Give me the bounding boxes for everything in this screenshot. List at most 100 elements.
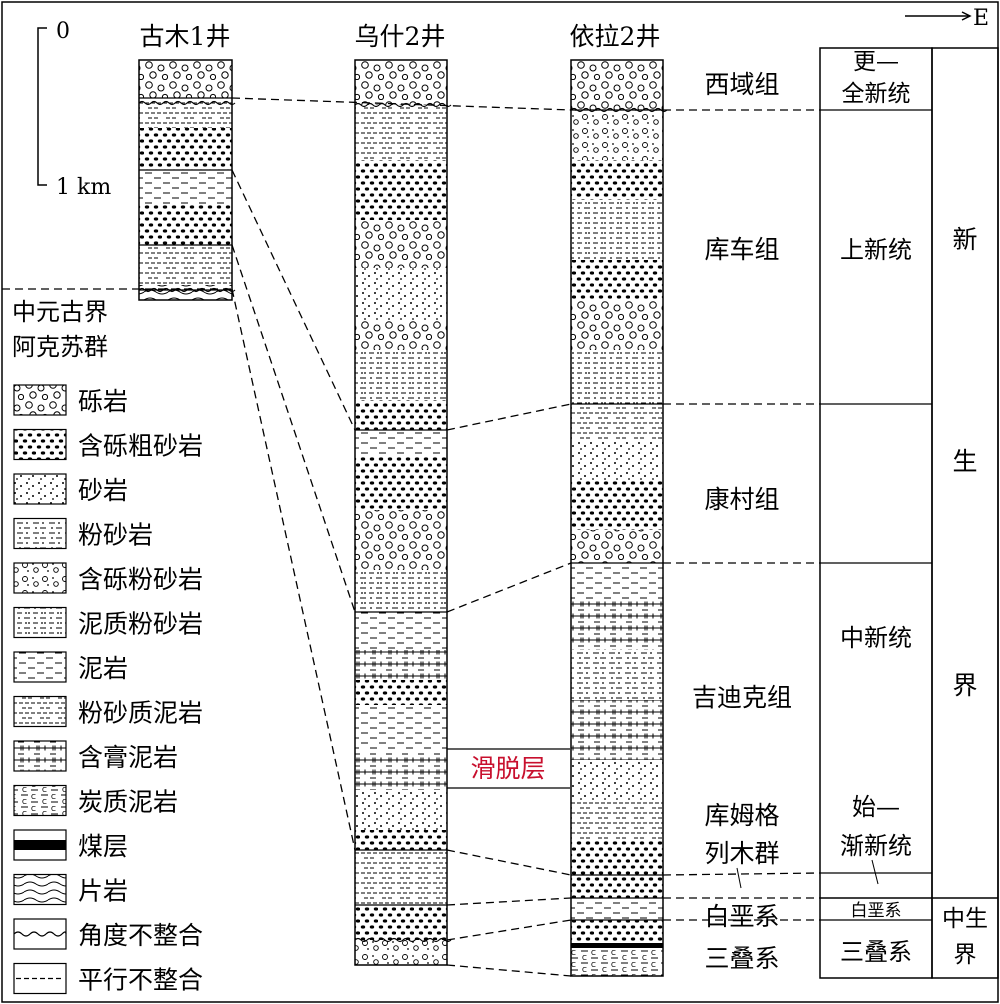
region-label-line1: 中元古界	[12, 298, 108, 326]
legend-swatch-parallel-unconformity	[13, 962, 67, 995]
legend-item-angular-unconformity: 角度不整合	[13, 918, 203, 950]
lithology-band	[355, 850, 447, 905]
formation-triassic: 三叠系	[704, 944, 779, 973]
series-eo-oligocene-line2: 渐新统	[840, 832, 912, 860]
legend-item-gravel-siltstone: 含砾粉砂岩	[13, 562, 203, 594]
well-title-gumu1: 古木1井	[140, 22, 231, 51]
series-triassic: 三叠系	[840, 938, 912, 966]
lithology-band	[139, 60, 232, 98]
legend-label-coal: 煤层	[78, 832, 128, 861]
scale-km-label: 1 km	[56, 175, 111, 200]
lithology-band	[571, 650, 663, 700]
legend-item-muddy-siltstone: 泥质粉砂岩	[13, 606, 203, 639]
correlation-line	[446, 919, 572, 941]
legend-label-conglomerate: 砾岩	[78, 387, 128, 416]
lithology-band	[355, 220, 447, 268]
legend-swatch-carbonaceous-mudstone	[13, 784, 67, 817]
lithology-band	[355, 320, 447, 350]
coal-seam	[571, 943, 663, 948]
well-title-wushi2: 乌什2井	[355, 22, 446, 51]
well-column-wushi2	[354, 59, 452, 966]
lithology-band	[571, 440, 663, 480]
lithology-band	[355, 680, 447, 705]
lithology-band	[355, 455, 447, 510]
lithology-band	[355, 940, 447, 965]
detachment-label: 滑脱层	[470, 754, 545, 783]
lithology-band	[355, 160, 447, 220]
lithology-band	[571, 563, 663, 600]
lithology-band	[355, 570, 447, 612]
formation-kuche: 库车组	[704, 235, 779, 264]
legend-swatch-conglomerate	[13, 384, 67, 416]
lithology-band	[571, 480, 663, 530]
legend-label-sandstone: 砂岩	[78, 476, 128, 505]
legend-swatch-mudstone	[13, 651, 67, 683]
lithology-band	[571, 840, 663, 875]
legend-item-sandstone: 砂岩	[13, 473, 128, 505]
correlation-line	[446, 562, 572, 613]
series-eo-oligocene-line1: 始—	[852, 793, 900, 821]
legend-swatch-silty-mudstone	[13, 695, 67, 728]
formation-leader	[736, 867, 742, 889]
series-pliocene: 上新统	[840, 236, 912, 264]
lithology-band	[355, 268, 447, 320]
lithology-band	[571, 110, 663, 160]
legend-label-muddy-siltstone: 泥质粉砂岩	[78, 610, 203, 639]
legend-swatch-schist	[13, 873, 67, 906]
column-outline	[138, 59, 233, 301]
lithology-band	[355, 105, 447, 160]
correlation-line	[446, 849, 572, 876]
lithology-band	[571, 760, 663, 800]
correlation-line	[231, 288, 356, 851]
legend-label-silty-mudstone: 粉砂质泥岩	[78, 699, 203, 728]
correlation-line	[231, 169, 356, 431]
region-label-line2: 阿克苏群	[12, 333, 108, 361]
lithology-band	[571, 948, 663, 976]
lithology-band	[571, 600, 663, 650]
lithology-band	[355, 430, 447, 455]
unconformity-wave	[354, 937, 452, 943]
well-title-yila2: 依拉2井	[570, 22, 661, 51]
east-arrow: E	[905, 6, 989, 31]
legend-item-coal: 煤层	[13, 829, 128, 861]
lithology-band	[355, 752, 447, 790]
scale-bar: 0 1 km	[37, 19, 111, 200]
unconformity-wave	[354, 102, 452, 108]
lithology-band	[355, 830, 447, 850]
lithology-band	[355, 612, 447, 650]
chrono-table: 更— 全新统 上新统 中新统 始— 渐新统 白垩系 三叠系 新 生 界 中生 界	[819, 47, 999, 979]
lithology-band	[139, 98, 232, 128]
erathem-mesozoic-line1: 中生	[942, 906, 988, 932]
column-outline	[354, 59, 448, 966]
lithology-band	[571, 300, 663, 350]
legend-item-siltstone: 粉砂岩	[13, 517, 153, 550]
correlation-line	[662, 872, 821, 876]
series-leader	[871, 859, 879, 885]
legend-label-parallel-unconformity: 平行不整合	[78, 966, 203, 995]
formation-kumugeliemu-line2: 列木群	[704, 839, 779, 868]
lithology-band	[355, 60, 447, 105]
formation-kangcun: 康村组	[704, 485, 779, 514]
lithology-band	[355, 510, 447, 570]
detachment-layer: 滑脱层	[447, 748, 570, 789]
legend-swatch-coal	[13, 829, 67, 861]
erathem-mesozoic-line2: 界	[954, 942, 977, 968]
formation-cretaceous: 白垩系	[704, 902, 779, 931]
lithology-band	[139, 128, 232, 170]
erathem-cenozoic-2: 生	[952, 447, 977, 476]
legend-label-siltstone: 粉砂岩	[78, 521, 153, 550]
correlation-line	[446, 403, 572, 431]
series-cretaceous: 白垩系	[851, 901, 902, 921]
legend-item-silty-mudstone: 粉砂质泥岩	[13, 695, 203, 728]
lithology-band	[571, 160, 663, 200]
legend-swatch-gravel-coarse-sandstone	[13, 428, 67, 461]
legend-item-carbonaceous-mudstone: 炭质泥岩	[13, 784, 178, 817]
legend-label-gypsum-mudstone: 含膏泥岩	[78, 743, 178, 772]
legend-label-angular-unconformity: 角度不整合	[78, 921, 203, 950]
erathem-cenozoic-1: 新	[952, 225, 977, 254]
legend-item-gypsum-mudstone: 含膏泥岩	[13, 740, 178, 772]
correlation-line	[446, 897, 572, 906]
legend-item-schist: 片岩	[13, 873, 128, 906]
legend-item-gravel-coarse-sandstone: 含砾粗砂岩	[13, 428, 203, 461]
